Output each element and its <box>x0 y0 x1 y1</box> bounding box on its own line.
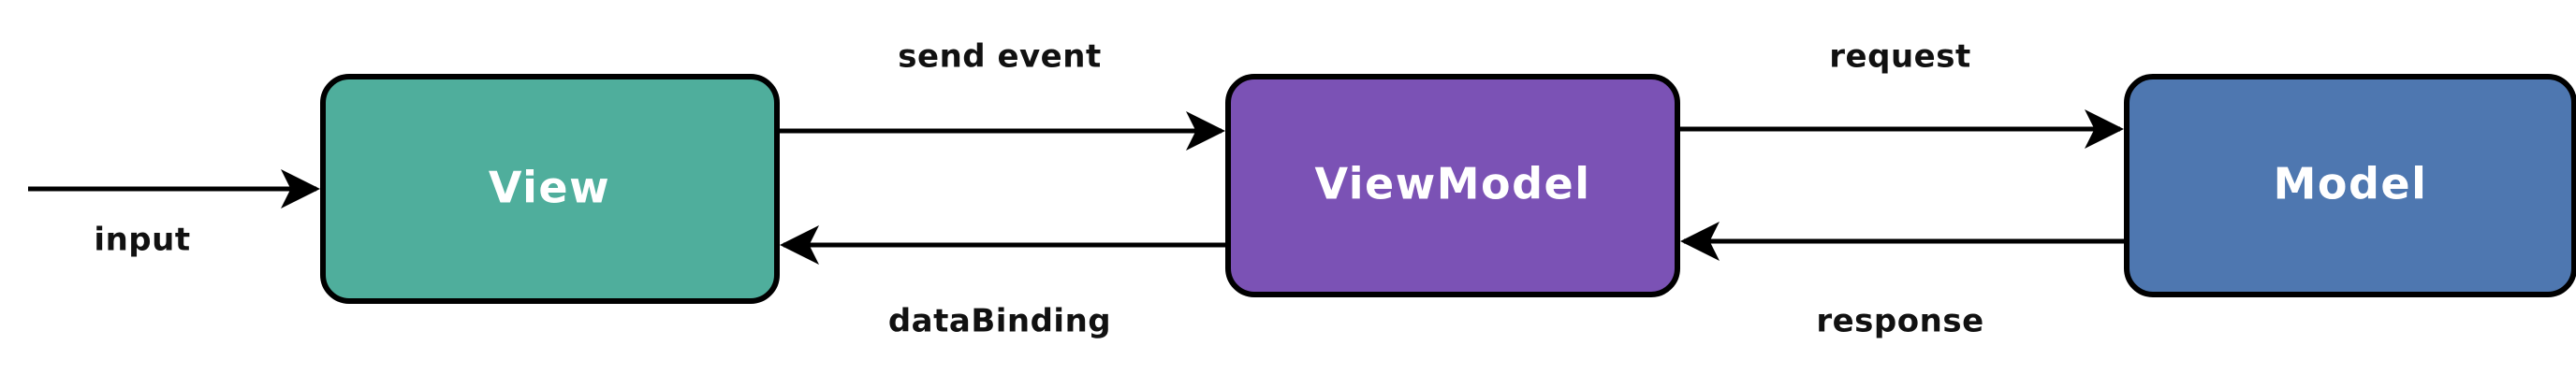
edge-data-binding-label: dataBinding <box>888 303 1111 340</box>
node-model-label: Model <box>2274 159 2428 209</box>
edge-send-event: send event <box>777 38 1226 151</box>
node-view[interactable]: View <box>320 74 780 304</box>
edge-input: input <box>28 169 321 259</box>
node-model[interactable]: Model <box>2124 74 2576 297</box>
node-viewmodel[interactable]: ViewModel <box>1225 74 1680 297</box>
edge-response: response <box>1679 222 2127 340</box>
node-view-label: View <box>489 163 610 213</box>
edge-request-label: request <box>1829 38 1970 76</box>
edge-response-label: response <box>1816 303 1983 340</box>
edge-request: request <box>1677 38 2125 149</box>
edges-layer: input send event dataBinding request res… <box>28 38 2127 340</box>
edge-data-binding: dataBinding <box>779 225 1228 340</box>
node-viewmodel-shape[interactable] <box>1225 74 1680 297</box>
node-viewmodel-label: ViewModel <box>1314 159 1590 209</box>
edge-send-event-label: send event <box>898 38 1101 76</box>
node-view-shape[interactable] <box>320 74 780 304</box>
edge-input-label: input <box>94 222 190 259</box>
node-model-shape[interactable] <box>2124 74 2576 297</box>
nodes-layer: View ViewModel Model <box>320 74 2576 304</box>
